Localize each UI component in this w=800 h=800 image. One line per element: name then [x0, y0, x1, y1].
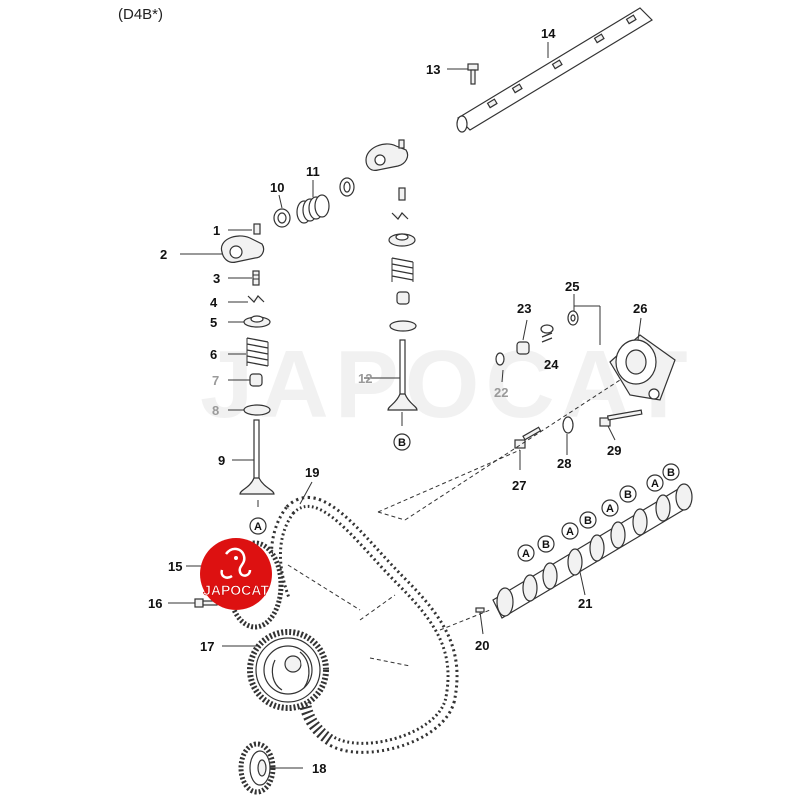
part-number-21: 21 [578, 596, 592, 611]
svg-text:A: A [522, 548, 530, 560]
adjust-screw-1 [253, 223, 261, 235]
pin-23 [516, 341, 530, 355]
valve-12 [387, 339, 418, 411]
svg-text:A: A [254, 521, 262, 533]
spring-retainer-right [388, 233, 416, 247]
svg-text:B: B [542, 539, 550, 551]
bolt-29 [599, 409, 643, 427]
part-number-16: 16 [148, 596, 162, 611]
part-number-4: 4 [210, 295, 218, 310]
logo-text: JAPOCAT [203, 582, 269, 599]
part-number-12: 12 [358, 371, 372, 386]
part-number-3: 3 [213, 271, 220, 286]
part-number-28: 28 [557, 456, 571, 471]
retainer-lock-4 [247, 295, 265, 303]
svg-text:A: A [651, 478, 659, 490]
svg-text:B: B [667, 467, 675, 479]
spring-24 [540, 324, 554, 343]
part-number-8: 8 [212, 403, 219, 418]
rocker-arm-left [220, 235, 265, 263]
model-code: (D4B*) [118, 6, 164, 23]
part-number-9: 9 [218, 453, 225, 468]
part-number-20: 20 [475, 638, 489, 653]
retainer-lock-right [391, 212, 409, 220]
washer-28 [562, 416, 574, 434]
japocat-logo: JAPOCAT [198, 536, 274, 612]
part-number-7: 7 [212, 373, 219, 388]
cam-sprocket-17 [247, 629, 329, 711]
valve-spring-right [391, 257, 414, 282]
part-number-23: 23 [517, 301, 531, 316]
svg-text:B: B [624, 489, 632, 501]
leader-lines [168, 42, 642, 769]
part-number-6: 6 [210, 347, 217, 362]
rocker-arm-right [365, 139, 409, 171]
timing-belt-19 [269, 496, 459, 754]
adjust-screw-right [398, 187, 406, 201]
part-number-15: 15 [168, 559, 182, 574]
valve-spring-6 [246, 337, 269, 367]
marker-b-valve-right: B [393, 433, 411, 451]
part-number-1: 1 [213, 223, 220, 238]
camshaft-markers: A B A B A B A B [517, 463, 680, 562]
svg-text:B: B [398, 437, 406, 449]
bolt-13 [467, 63, 479, 85]
valve-9 [239, 419, 275, 495]
svg-text:A: A [566, 526, 574, 538]
washer-10 [273, 208, 291, 228]
part-number-13: 13 [426, 62, 440, 77]
part-number-14: 14 [541, 26, 556, 41]
bolt-27 [514, 426, 542, 449]
tensioner-26 [609, 334, 676, 401]
crank-sprocket-18 [238, 741, 276, 795]
part-number-22: 22 [494, 385, 508, 400]
part-number-5: 5 [210, 315, 217, 330]
part-number-10: 10 [270, 180, 284, 195]
valve-seal-7 [249, 373, 263, 387]
part-number-29: 29 [607, 443, 621, 458]
part-number-27: 27 [512, 478, 526, 493]
marker-a-valve-left: A [249, 517, 267, 535]
washer-right [339, 177, 355, 197]
svg-text:A: A [606, 503, 614, 515]
part-number-11: 11 [306, 164, 320, 179]
part-number-17: 17 [200, 639, 214, 654]
washer-25 [567, 310, 579, 326]
valve-seal-right [396, 291, 410, 305]
camshaft-21 [492, 483, 693, 619]
spring-seat-right [389, 320, 417, 332]
part-number-19: 19 [305, 465, 319, 480]
rocker-shaft [456, 7, 653, 133]
adjust-screw-3 [252, 270, 260, 286]
key-20 [475, 607, 485, 613]
svg-text:B: B [584, 515, 592, 527]
rocker-spring-11 [296, 194, 330, 224]
spring-seat-8 [243, 404, 271, 416]
washer-22 [495, 352, 505, 366]
part-number-25: 25 [565, 279, 579, 294]
part-number-2: 2 [160, 247, 167, 262]
part-number-26: 26 [633, 301, 647, 316]
spring-retainer-5 [243, 315, 271, 328]
part-number-18: 18 [312, 761, 326, 776]
part-number-24: 24 [544, 357, 559, 372]
